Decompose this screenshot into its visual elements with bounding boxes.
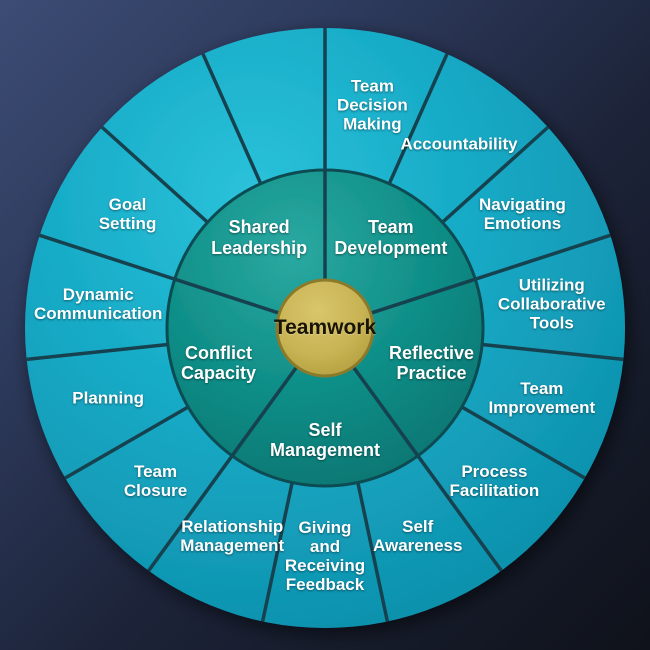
outer-segment-divider-11 bbox=[26, 342, 169, 362]
outer-segment-divider-8 bbox=[260, 482, 294, 622]
inner-segment-divider-4 bbox=[174, 277, 280, 315]
inner-segment-shared-leadership-label: Shared Leadership bbox=[211, 217, 308, 258]
outer-segment-team-improvement-label: Team Improvement bbox=[488, 379, 596, 418]
outer-segment-process-facilitation-label: Process Facilitation bbox=[449, 461, 540, 500]
outer-segment-divider-14 bbox=[201, 53, 263, 185]
outer-segment-divider-1 bbox=[387, 53, 449, 185]
outer-ring-dividers bbox=[26, 28, 624, 622]
outer-segment-divider-4 bbox=[481, 342, 624, 362]
outer-segment-divider-3 bbox=[474, 233, 611, 281]
outer-segment-divider-5 bbox=[460, 405, 586, 480]
outer-segment-giving-and-receiving-feedback-label: Giving and Receiving Feedback bbox=[284, 517, 366, 595]
inner-segment-divider-2 bbox=[351, 365, 420, 457]
inner-segment-team-development-label: Team Development bbox=[334, 217, 448, 258]
outer-segment-divider-2 bbox=[441, 125, 550, 224]
inner-ring-dividers bbox=[174, 170, 476, 457]
inner-segment-divider-3 bbox=[230, 365, 299, 457]
outer-segment-team-closure-label: Team Closure bbox=[123, 461, 188, 500]
outer-segment-divider-12 bbox=[39, 233, 176, 281]
outer-segment-team-decision-making-label: Team Decision Making bbox=[336, 76, 408, 134]
outer-segment-divider-10 bbox=[64, 405, 190, 480]
outer-segment-navigating-emotions-label: Navigating Emotions bbox=[479, 194, 566, 233]
outer-segment-self-awareness-label: Self Awareness bbox=[373, 517, 463, 556]
outer-segment-goal-setting-label: Goal Setting bbox=[98, 194, 157, 233]
inner-segment-reflective-practice-label: Reflective Practice bbox=[388, 342, 475, 383]
outer-segment-dynamic-communication-label: Dynamic Communication bbox=[34, 285, 163, 324]
outer-segment-divider-9 bbox=[147, 454, 234, 572]
hub-circle[interactable] bbox=[275, 278, 375, 378]
inner-segment-conflict-capacity-label: Conflict Capacity bbox=[180, 342, 256, 383]
outer-segment-relationship-management-label: Relationship Management bbox=[180, 517, 285, 556]
outer-segment-divider-6 bbox=[416, 454, 503, 572]
hub-label: Teamwork bbox=[273, 316, 377, 339]
wheel-rings bbox=[25, 28, 625, 628]
outer-segment-accountability-label: Accountability bbox=[400, 134, 518, 154]
outer-segment-planning-label: Planning bbox=[72, 388, 145, 408]
outer-segment-divider-7 bbox=[356, 482, 390, 622]
inner-segment-self-management-label: Self Management bbox=[269, 419, 381, 460]
outer-segment-divider-13 bbox=[100, 125, 209, 224]
outer-segment-utilizing-collaborative-tools-label: Utilizing Collaborative Tools bbox=[497, 275, 606, 333]
inner-segment-divider-1 bbox=[370, 277, 476, 315]
